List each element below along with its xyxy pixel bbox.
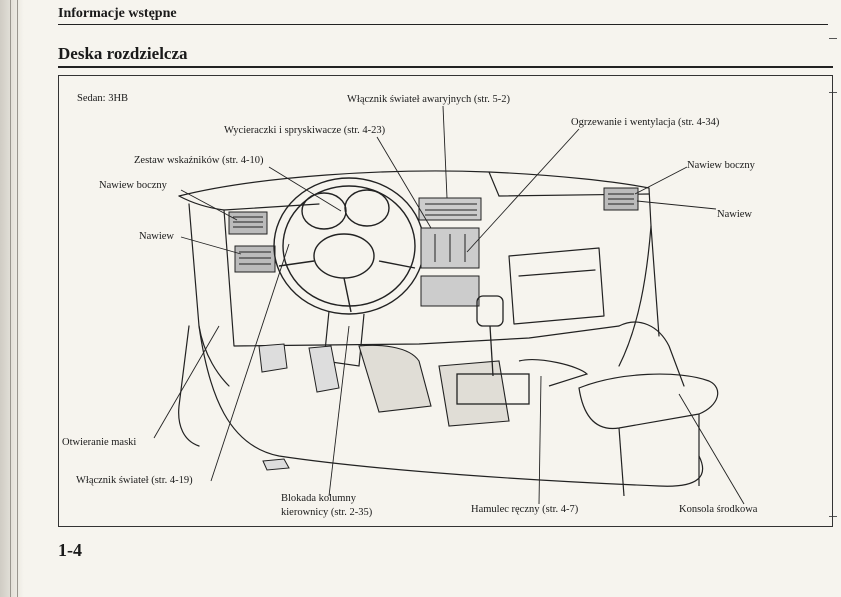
binding-line [10, 0, 11, 597]
callout-side-vent-right: Nawiew boczny [687, 160, 755, 171]
callout-steering-lock-line1: Blokada kolumny [281, 493, 356, 504]
callout-center-console: Konsola środkowa [679, 504, 758, 515]
page-edge-mark [829, 92, 837, 93]
section-heading: Informacje wstępne [58, 6, 177, 21]
callout-steering-lock-line2: kierownicy (str. 2-35) [281, 507, 373, 518]
dashboard-illustration [153, 105, 745, 505]
page-edge-mark [829, 516, 837, 517]
model-label: Sedan: 3HB [77, 93, 129, 104]
title-rule [58, 66, 833, 68]
callout-hazard-switch: Włącznik świateł awaryjnych (str. 5-2) [347, 94, 510, 105]
page-number: 1-4 [58, 540, 82, 560]
binding-line [17, 0, 18, 597]
callout-side-vent-left: Nawiew boczny [99, 180, 167, 191]
page-title: Deska rozdzielcza [58, 44, 188, 63]
callout-heating: Ogrzewanie i wentylacja (str. 4-34) [571, 117, 720, 128]
callout-handbrake: Hamulec ręczny (str. 4-7) [471, 504, 579, 515]
callout-light-switch: Włącznik świateł (str. 4-19) [76, 475, 193, 486]
page-binding-shadow [0, 0, 24, 597]
dashboard-figure: Sedan: 3HB Włącznik świateł awaryjnych (… [58, 75, 833, 527]
callout-gauges: Zestaw wskaźników (str. 4-10) [134, 155, 264, 166]
callout-wipers: Wycieraczki i spryskiwacze (str. 4-23) [224, 125, 386, 136]
callout-hood-release: Otwieranie maski [62, 437, 137, 448]
callout-vent-left: Nawiew [139, 231, 174, 242]
callout-vent-right: Nawiew [717, 209, 752, 220]
page-edge-mark [829, 38, 837, 39]
header-rule [58, 24, 828, 25]
